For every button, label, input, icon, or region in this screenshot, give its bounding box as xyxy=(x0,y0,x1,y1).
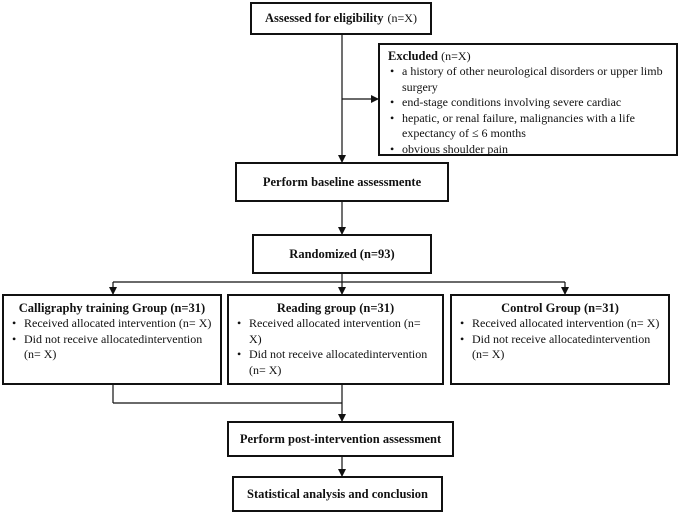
calligraphy-group-box: Calligraphy training Group (n=31) Receiv… xyxy=(2,294,222,385)
baseline-box: Perform baseline assessmente xyxy=(235,162,449,202)
analysis-label: Statistical analysis and conclusion xyxy=(247,486,428,501)
post-assessment-box: Perform post-intervention assessment xyxy=(227,421,454,457)
excluded-count: (n=X) xyxy=(441,49,471,63)
not-received-intervention: Did not receive allocatedintervention (n… xyxy=(458,332,662,363)
eligibility-label: Assessed for eligibility xyxy=(265,11,384,25)
excluded-criterion: hepatic, or renal failure, malignancies … xyxy=(388,111,668,142)
excluded-criteria-list: a history of other neurological disorder… xyxy=(388,64,668,157)
not-received-intervention: Did not receive allocatedintervention (n… xyxy=(235,347,436,378)
control-group-box: Control Group (n=31) Received allocated … xyxy=(450,294,670,385)
excluded-criterion: a history of other neurological disorder… xyxy=(388,64,668,95)
not-received-intervention: Did not receive allocatedintervention (n… xyxy=(10,332,214,363)
post-assessment-label: Perform post-intervention assessment xyxy=(239,431,442,446)
randomized-box: Randomized (n=93) xyxy=(252,234,432,274)
excluded-box: Excluded (n=X) a history of other neurol… xyxy=(378,43,678,157)
analysis-box: Statistical analysis and conclusion xyxy=(232,476,443,512)
reading-group-title: Reading group (n=31) xyxy=(276,301,395,315)
reading-group-box: Reading group (n=31) Received allocated … xyxy=(227,294,444,385)
baseline-label: Perform baseline assessmente xyxy=(262,174,422,189)
randomized-label: Randomized (n=93) xyxy=(289,246,395,261)
excluded-criterion: end-stage conditions involving severe ca… xyxy=(388,95,668,111)
eligibility-box: Assessed for eligibility (n=X) xyxy=(250,2,432,35)
received-intervention: Received allocated intervention (n= X) xyxy=(235,316,436,347)
calligraphy-group-title: Calligraphy training Group (n=31) xyxy=(18,301,206,315)
received-intervention: Received allocated intervention (n= X) xyxy=(458,316,662,332)
received-intervention: Received allocated intervention (n= X) xyxy=(10,316,214,332)
control-group-title: Control Group (n=31) xyxy=(501,301,619,315)
excluded-label: Excluded xyxy=(388,49,439,63)
excluded-criterion: obvious shoulder pain xyxy=(388,142,668,158)
eligibility-count: (n=X) xyxy=(387,11,417,25)
